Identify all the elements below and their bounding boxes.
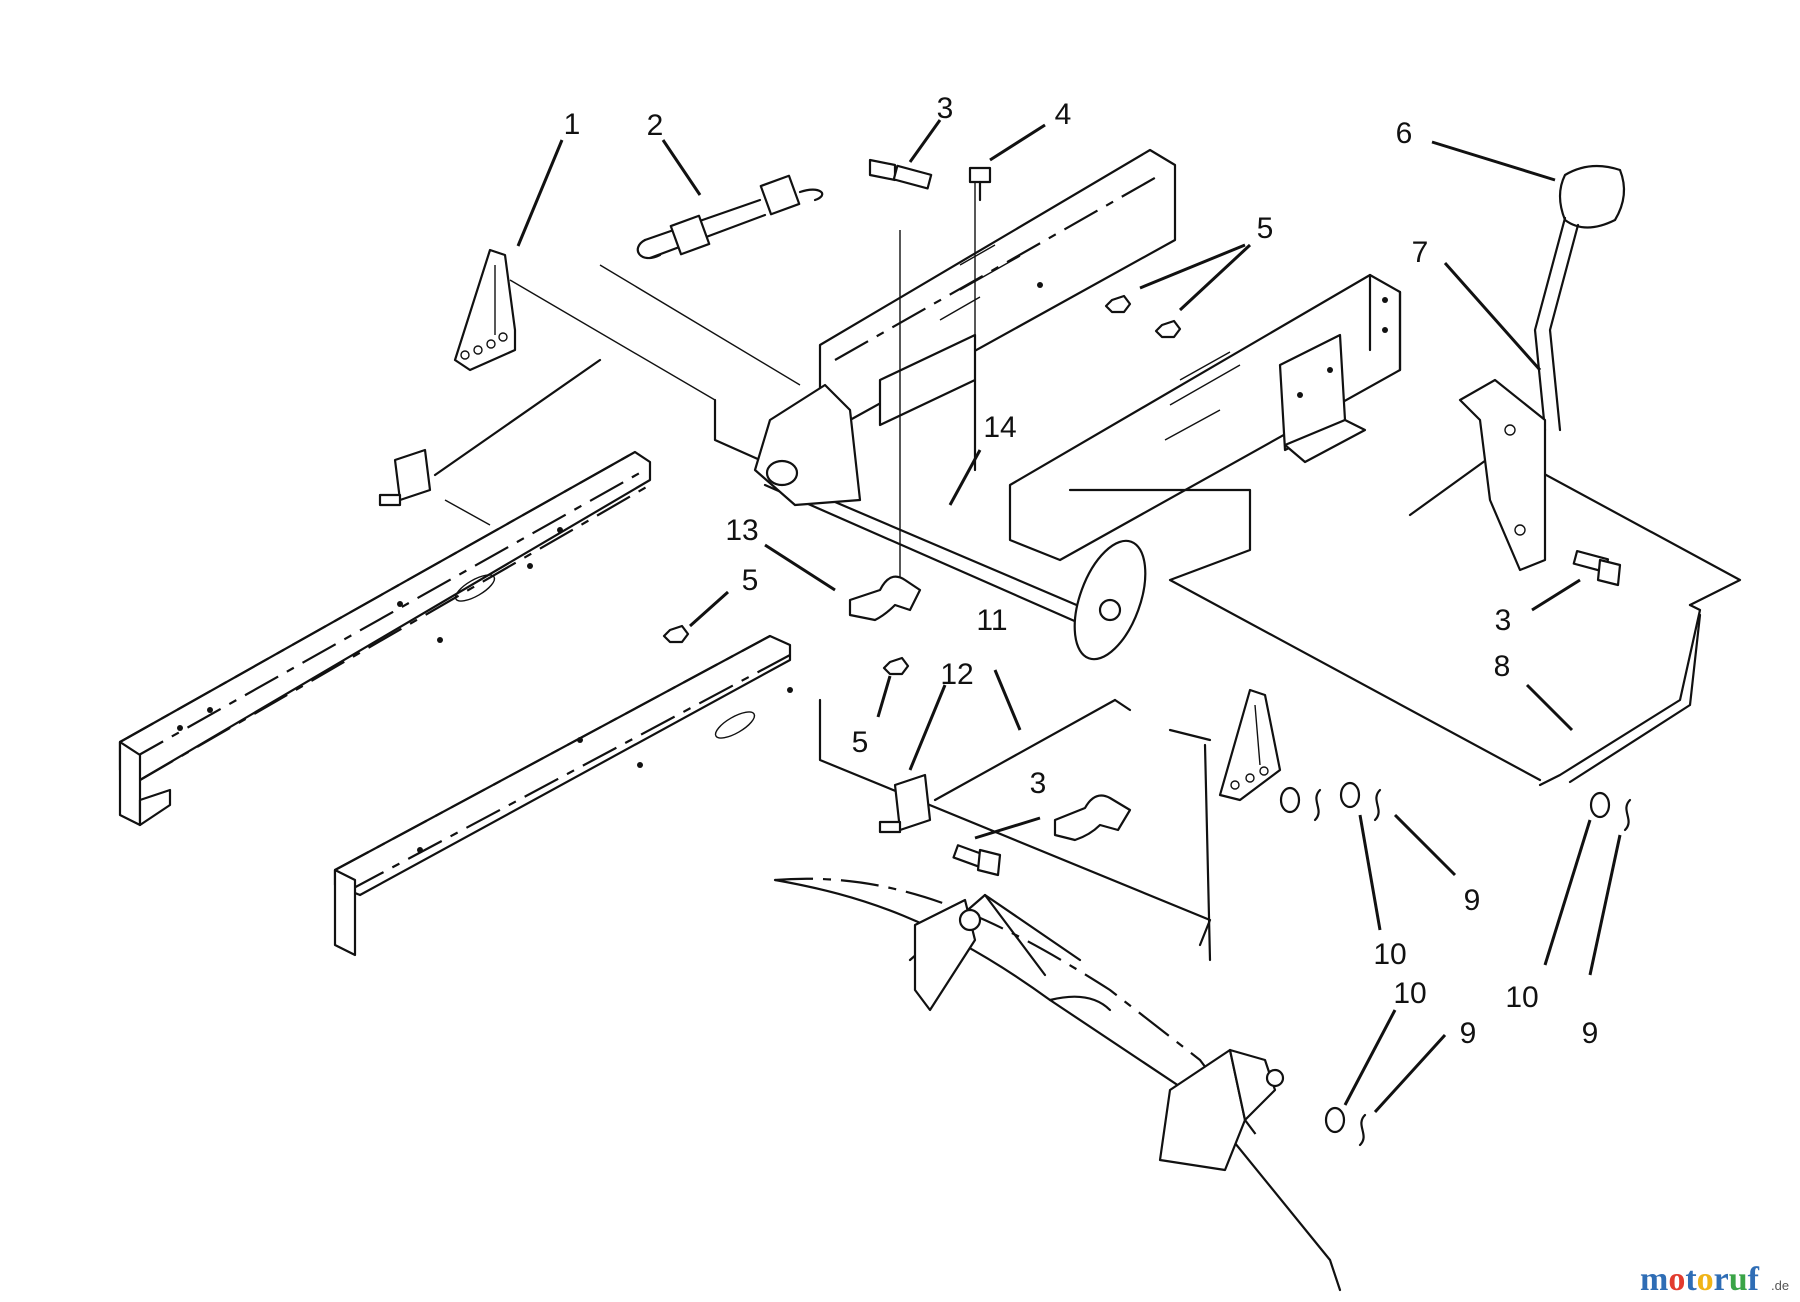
part-9-pin-a <box>1313 788 1322 822</box>
callout-12: 12 <box>940 658 973 691</box>
part-3-bolt-lower <box>952 844 1002 877</box>
callout-9: 9 <box>1464 884 1481 917</box>
part-9-pin-b <box>1373 788 1382 822</box>
callout-5: 5 <box>1257 212 1274 245</box>
part-9-pin-c <box>1623 798 1632 832</box>
watermark-suffix: .de <box>1771 1278 1789 1293</box>
callout-5: 5 <box>742 564 759 597</box>
callout-14: 14 <box>983 411 1016 444</box>
callout-3: 3 <box>937 92 954 125</box>
part-12-trunnion <box>878 773 932 834</box>
callout-11: 11 <box>976 604 1007 637</box>
callout-3: 3 <box>1030 767 1047 800</box>
part-13-clamp-top <box>848 575 922 622</box>
leader-lines <box>516 119 1622 1114</box>
part-6-knob <box>1558 164 1626 229</box>
callout-10: 10 <box>1505 981 1538 1014</box>
left-frame-rail <box>118 450 652 827</box>
part-5-nut-a <box>1104 294 1132 314</box>
callout-labels: 1 2 3 4 5 6 7 14 13 5 11 5 12 3 3 8 9 10… <box>564 92 1599 1050</box>
callout-4: 4 <box>1055 98 1072 131</box>
callout-13: 13 <box>725 514 758 547</box>
part-2-spring <box>636 174 824 260</box>
right-frame-rail <box>1008 273 1402 562</box>
upper-frame-rail <box>818 148 1177 427</box>
callout-1: 1 <box>564 108 581 141</box>
part-10-washer-b <box>1339 781 1361 809</box>
lift-plate-lower <box>1218 688 1282 802</box>
part-4-bolt <box>968 166 992 202</box>
callout-6: 6 <box>1396 117 1413 150</box>
callout-3: 3 <box>1495 604 1512 637</box>
part-14-cross-shaft <box>753 383 1147 661</box>
callout-9: 9 <box>1460 1017 1477 1050</box>
part-7-lift-lever <box>1458 216 1580 572</box>
deck-support-arm <box>773 877 1342 1292</box>
rod-left <box>378 358 602 507</box>
callout-10: 10 <box>1373 938 1406 971</box>
part-10-washer-c <box>1589 791 1611 819</box>
part-9-pin-d <box>1358 1113 1367 1147</box>
callout-8: 8 <box>1494 650 1511 683</box>
callout-5: 5 <box>852 726 869 759</box>
part-10-washer-a <box>1279 786 1301 814</box>
lower-frame-rail <box>333 634 793 957</box>
part-5-nut-b <box>1154 319 1182 339</box>
callout-10: 10 <box>1393 977 1426 1010</box>
callout-7: 7 <box>1412 236 1429 269</box>
part-10-washer-d <box>1324 1106 1346 1134</box>
part-5-nut-d <box>882 656 910 676</box>
callout-2: 2 <box>647 109 664 142</box>
watermark-logo: motoruf .de <box>1640 1261 1789 1298</box>
part-1-lift-plate <box>453 248 517 372</box>
callout-9: 9 <box>1582 1017 1599 1050</box>
part-3-bolt-top <box>868 158 933 190</box>
svg-text:motoruf: motoruf <box>1640 1261 1760 1298</box>
part-11-rod <box>933 698 1132 802</box>
part-8-link-rod <box>1538 603 1702 787</box>
assembly-guide-lines <box>444 180 1742 962</box>
part-5-nut-c <box>662 624 690 644</box>
part-3-bolt-right <box>1572 549 1622 587</box>
clamp-lower <box>1053 794 1132 842</box>
